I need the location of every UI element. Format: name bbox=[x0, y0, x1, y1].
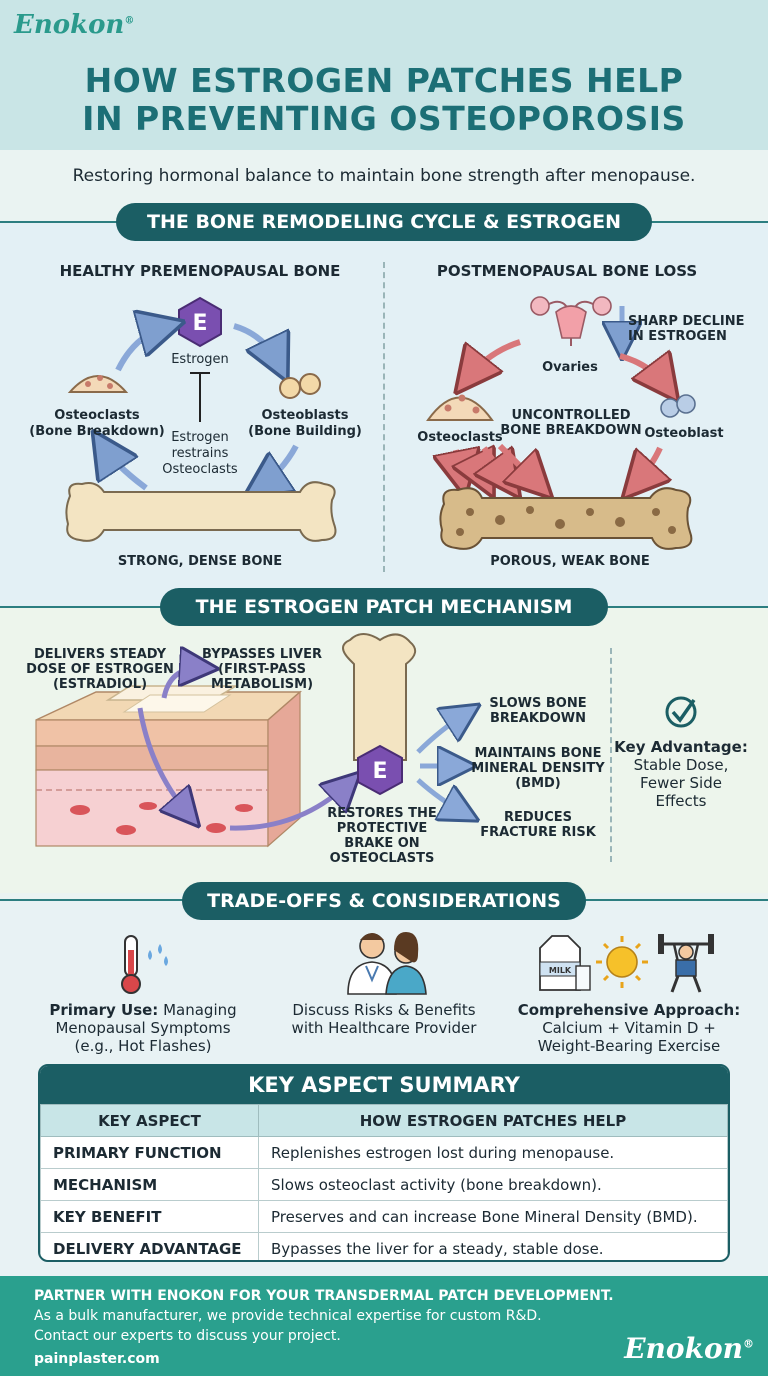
column-header: HOW ESTROGEN PATCHES HELP bbox=[258, 1104, 728, 1137]
discuss-risks-text: Discuss Risks & Benefits with Healthcare… bbox=[291, 1001, 477, 1037]
section-tradeoffs-title: TRADE-OFFS & CONSIDERATIONS bbox=[182, 882, 586, 920]
table-row: PRIMARY FUNCTION Replenishes estrogen lo… bbox=[40, 1136, 728, 1169]
benefit-arrow-icon bbox=[416, 712, 468, 754]
page-subtitle: Restoring hormonal balance to maintain b… bbox=[72, 166, 696, 186]
table-cell: Replenishes estrogen lost during menopau… bbox=[258, 1136, 728, 1169]
bypass-arrow-icon bbox=[161, 668, 204, 699]
thermometer-icon bbox=[121, 935, 168, 994]
page-title: HOW ESTROGEN PATCHES HELP IN PREVENTING … bbox=[82, 61, 686, 138]
table-header-row: KEY ASPECT HOW ESTROGEN PATCHES HELP bbox=[40, 1104, 728, 1137]
strong-bone-caption: STRONG, DENSE BONE bbox=[117, 554, 283, 569]
svg-text:E: E bbox=[192, 311, 207, 336]
absorption-arrow-icon bbox=[137, 707, 190, 816]
estrogen-label: Estrogen bbox=[171, 352, 229, 367]
osteoclast-cell-icon bbox=[426, 394, 494, 421]
doctor-patient-icon bbox=[347, 932, 427, 995]
loss-arrow-icon bbox=[634, 446, 660, 486]
footer-banner: PARTNER WITH ENOKON FOR YOUR TRANSDERMAL… bbox=[0, 1276, 768, 1376]
advantage-divider bbox=[610, 648, 612, 862]
patch-mechanism-diagram: E bbox=[35, 633, 697, 848]
primary-use-text: Primary Use: Managing Menopausal Symptom… bbox=[49, 1001, 237, 1055]
footer-line: As a bulk manufacturer, we provide techn… bbox=[34, 1308, 542, 1324]
osteoclasts-label: Osteoclasts bbox=[417, 430, 503, 445]
table-row: KEY BENEFIT Preserves and can increase B… bbox=[40, 1200, 728, 1233]
osteoblast-label: Osteoblast bbox=[644, 426, 724, 441]
column-divider bbox=[383, 262, 385, 572]
table-cell: Bypasses the liver for a steady, stable … bbox=[258, 1232, 728, 1260]
brand-logo: Enokon® bbox=[14, 10, 135, 40]
osteoblasts-label: Osteoblasts(Bone Building) bbox=[248, 408, 362, 439]
cycle-arrow-icon bbox=[233, 323, 280, 366]
bone-icon bbox=[342, 633, 417, 761]
table-cell: MECHANISM bbox=[40, 1168, 259, 1201]
loss-arrow-icon bbox=[619, 356, 668, 388]
osteoblast-cell-icon bbox=[660, 394, 696, 418]
footer-headline: PARTNER WITH ENOKON FOR YOUR TRANSDERMAL… bbox=[34, 1288, 614, 1304]
weightlifter-icon bbox=[658, 934, 714, 993]
section-remodeling-title: THE BONE REMODELING CYCLE & ESTROGEN bbox=[116, 203, 652, 241]
healthy-bone-title: HEALTHY PREMENOPAUSAL BONE bbox=[59, 262, 341, 280]
svg-text:E: E bbox=[372, 759, 387, 784]
porous-bone-icon bbox=[439, 487, 693, 550]
porous-bone-caption: POROUS, WEAK BONE bbox=[490, 554, 650, 569]
table-cell: Slows osteoclast activity (bone breakdow… bbox=[258, 1168, 728, 1201]
column-header: KEY ASPECT bbox=[40, 1104, 259, 1137]
ovaries-uterus-icon bbox=[530, 296, 612, 346]
circulation-arrow-icon bbox=[229, 782, 350, 831]
patch-icon bbox=[105, 685, 239, 713]
footer-url-link[interactable]: painplaster.com bbox=[34, 1351, 160, 1367]
estrogen-hexagon-icon: E bbox=[178, 296, 222, 348]
healthy-cycle-diagram: E bbox=[65, 296, 696, 550]
osteoclast-cell-icon bbox=[67, 375, 129, 393]
benefit-arrow-icon bbox=[416, 778, 466, 814]
dense-bone-icon bbox=[65, 481, 337, 542]
ovaries-label: Ovaries bbox=[542, 360, 598, 375]
key-advantage-text: Key Advantage: Stable Dose, Fewer Side E… bbox=[614, 738, 748, 810]
svg-text:MILK: MILK bbox=[549, 966, 572, 975]
summary-table: KEY ASPECT SUMMARY KEY ASPECT HOW ESTROG… bbox=[38, 1064, 730, 1262]
table-cell: Preserves and can increase Bone Mineral … bbox=[258, 1200, 728, 1233]
checkmark-circle-icon bbox=[665, 696, 697, 728]
tradeoffs-icons: MILK bbox=[121, 932, 714, 995]
table-row: MECHANISM Slows osteoclast activity (bon… bbox=[40, 1168, 728, 1201]
loss-arrow-icon bbox=[466, 339, 521, 380]
osteoblast-cell-icon bbox=[279, 373, 321, 399]
footer-brand-logo: Enokon® bbox=[624, 1332, 754, 1365]
table-row: DELIVERY ADVANTAGE Bypasses the liver fo… bbox=[40, 1232, 728, 1260]
footer-line: Contact our experts to discuss your proj… bbox=[34, 1328, 341, 1344]
osteoclasts-label: Osteoclasts(Bone Breakdown) bbox=[29, 408, 165, 439]
estrogen-hexagon-icon: E bbox=[357, 744, 403, 796]
summary-table-title: KEY ASPECT SUMMARY bbox=[40, 1066, 728, 1104]
table-cell: PRIMARY FUNCTION bbox=[40, 1136, 259, 1169]
table-cell: KEY BENEFIT bbox=[40, 1200, 259, 1233]
cycle-arrow-icon bbox=[258, 444, 299, 488]
sun-icon bbox=[596, 936, 648, 988]
cycle-arrow-icon bbox=[115, 326, 168, 372]
milk-carton-icon: MILK bbox=[539, 935, 591, 991]
comprehensive-approach-text: Comprehensive Approach: Calcium + Vitami… bbox=[517, 1001, 741, 1055]
table-cell: DELIVERY ADVANTAGE bbox=[40, 1232, 259, 1260]
cycle-arrow-icon bbox=[102, 445, 148, 491]
section-patch-title: THE ESTROGEN PATCH MECHANISM bbox=[160, 588, 608, 626]
header-banner bbox=[0, 0, 768, 150]
postmenopausal-title: POSTMENOPAUSAL BONE LOSS bbox=[436, 262, 698, 280]
